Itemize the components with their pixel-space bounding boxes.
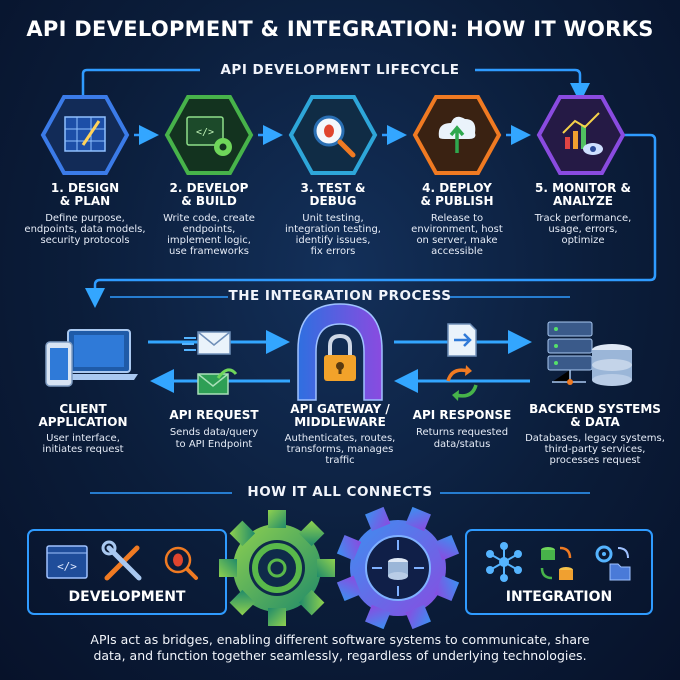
bug-icon <box>164 546 198 580</box>
integration-box <box>465 529 653 615</box>
node-request: API REQUEST Sends data/query to API Endp… <box>152 408 276 450</box>
stage-test: 3. TEST & DEBUG Unit testing, integratio… <box>272 181 394 258</box>
hex-deploy-icon <box>412 95 502 175</box>
request-return-icon <box>197 368 238 395</box>
page-title: API DEVELOPMENT & INTEGRATION: HOW IT WO… <box>26 17 654 41</box>
stage-monitor: 5. MONITOR & ANALYZE Track performance, … <box>520 181 646 247</box>
stage-design-desc: Define purpose, endpoints, data models, … <box>24 212 146 247</box>
lifecycle-heading: API DEVELOPMENT LIFECYCLE <box>220 62 460 78</box>
hex-monitor-icon <box>536 95 626 175</box>
node-client-name: CLIENT APPLICATION <box>38 402 128 430</box>
response-document-icon <box>447 323 477 357</box>
stage-monitor-name: 5. MONITOR & ANALYZE <box>534 181 631 209</box>
node-response-name: API RESPONSE <box>412 408 512 422</box>
client-devices-icon <box>45 329 138 387</box>
node-response-desc: Returns requested data/status <box>415 427 509 450</box>
response-sync-icon <box>446 365 478 401</box>
network-hub-icon <box>486 542 522 582</box>
connects-heading: HOW IT ALL CONNECTS <box>247 484 433 500</box>
stage-develop-desc: Write code, create endpoints, implement … <box>163 212 255 258</box>
development-gear-icon <box>219 510 335 626</box>
stage-deploy: 4. DEPLOY & PUBLISH Release to environme… <box>396 181 518 258</box>
footer-caption: APIs act as bridges, enabling different … <box>90 632 590 663</box>
lifecycle-flow-lines <box>81 68 657 308</box>
lifecycle-top-line-left <box>81 68 200 100</box>
development-label: DEVELOPMENT <box>68 589 186 605</box>
stage-hexagons: </> <box>40 95 626 175</box>
section-divider-lines <box>90 296 590 494</box>
integration-gear-icon <box>336 506 460 630</box>
stage-design-name: 1. DESIGN & PLAN <box>50 181 120 209</box>
node-request-name: API REQUEST <box>169 408 259 422</box>
stage-develop: 2. DEVELOP & BUILD Write code, create en… <box>148 181 270 258</box>
backend-servers-icon <box>547 321 632 386</box>
hex-design-icon <box>40 95 130 175</box>
gateway-lock-icon <box>297 303 383 401</box>
stage-design: 1. DESIGN & PLAN Define purpose, endpoin… <box>22 181 148 247</box>
svg-text:</>: </> <box>196 127 214 138</box>
code-window-icon: </> <box>46 545 88 579</box>
data-sync-icon <box>540 546 573 580</box>
node-gateway: API GATEWAY / MIDDLEWARE Authenticates, … <box>272 402 408 467</box>
stage-test-desc: Unit testing, integration testing, ident… <box>285 212 381 258</box>
node-client: CLIENT APPLICATION User interface, initi… <box>18 402 148 456</box>
lifecycle-return-line <box>85 133 657 308</box>
request-envelope-icon <box>182 331 231 355</box>
integration-heading: THE INTEGRATION PROCESS <box>228 288 452 304</box>
integration-label: INTEGRATION <box>505 589 613 605</box>
svg-text:</>: </> <box>57 560 77 573</box>
hex-develop-icon: </> <box>164 95 254 175</box>
stage-develop-name: 2. DEVELOP & BUILD <box>169 181 249 209</box>
stage-monitor-desc: Track performance, usage, errors, optimi… <box>534 212 632 247</box>
stage-deploy-desc: Release to environment, host on server, … <box>411 212 503 258</box>
node-request-desc: Sends data/query to API Endpoint <box>169 427 259 450</box>
node-backend-desc: Databases, legacy systems, third-party s… <box>525 432 665 467</box>
node-backend-name: BACKEND SYSTEMS & DATA <box>529 402 661 430</box>
node-client-desc: User interface, initiates request <box>42 432 124 456</box>
gear-folder-icon <box>595 545 631 581</box>
hex-test-icon <box>288 95 378 175</box>
stage-test-name: 3. TEST & DEBUG <box>300 181 366 209</box>
node-gateway-name: API GATEWAY / MIDDLEWARE <box>290 402 390 430</box>
node-response: API RESPONSE Returns requested data/stat… <box>400 408 524 450</box>
wrench-screwdriver-icon <box>101 540 142 581</box>
node-gateway-desc: Authenticates, routes, transforms, manag… <box>284 432 396 467</box>
stage-deploy-name: 4. DEPLOY & PUBLISH <box>420 181 494 209</box>
lifecycle-top-line-right <box>475 68 590 103</box>
node-backend: BACKEND SYSTEMS & DATA Databases, legacy… <box>516 402 674 467</box>
